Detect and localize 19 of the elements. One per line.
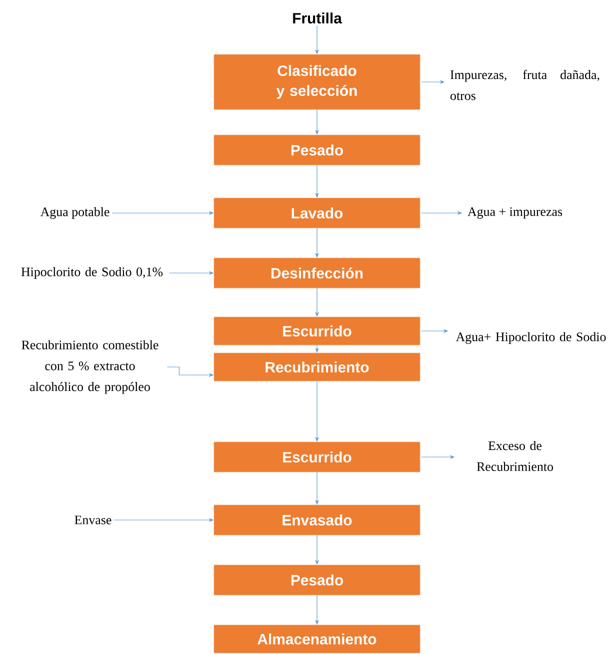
process-box: Lavado xyxy=(214,198,420,228)
process-box: Escurrido xyxy=(214,442,420,472)
annotation-text: Exceso de Recubrimiento xyxy=(476,441,553,472)
process-box: Desinfección xyxy=(214,258,420,288)
process-box: Pesado xyxy=(214,134,420,166)
annotation-text: Agua potable xyxy=(40,207,110,219)
process-box: Recubrimiento xyxy=(214,352,420,382)
process-box: Almacenamiento xyxy=(214,624,420,654)
annotation-text: Hipoclorito de Sodio 0,1% xyxy=(21,267,163,279)
process-box: Envasado xyxy=(214,504,420,536)
annotation-text: Envase xyxy=(74,516,112,524)
annotation-text: Recubrimiento comestible con 5 % extracto alcohólico de propóleo xyxy=(22,340,158,394)
process-box: Escurrido xyxy=(214,316,420,346)
input-text: Frutilla xyxy=(293,12,342,24)
annotation-text: Agua + impurezas xyxy=(468,207,562,219)
annotation-text: Agua+ Hipoclorito de Sodio xyxy=(456,332,606,344)
process-box: Clasificado y selección xyxy=(214,54,420,110)
annotation-text: Impurezas, fruta dañada, otros xyxy=(450,70,600,100)
process-box: Pesado xyxy=(214,564,420,596)
